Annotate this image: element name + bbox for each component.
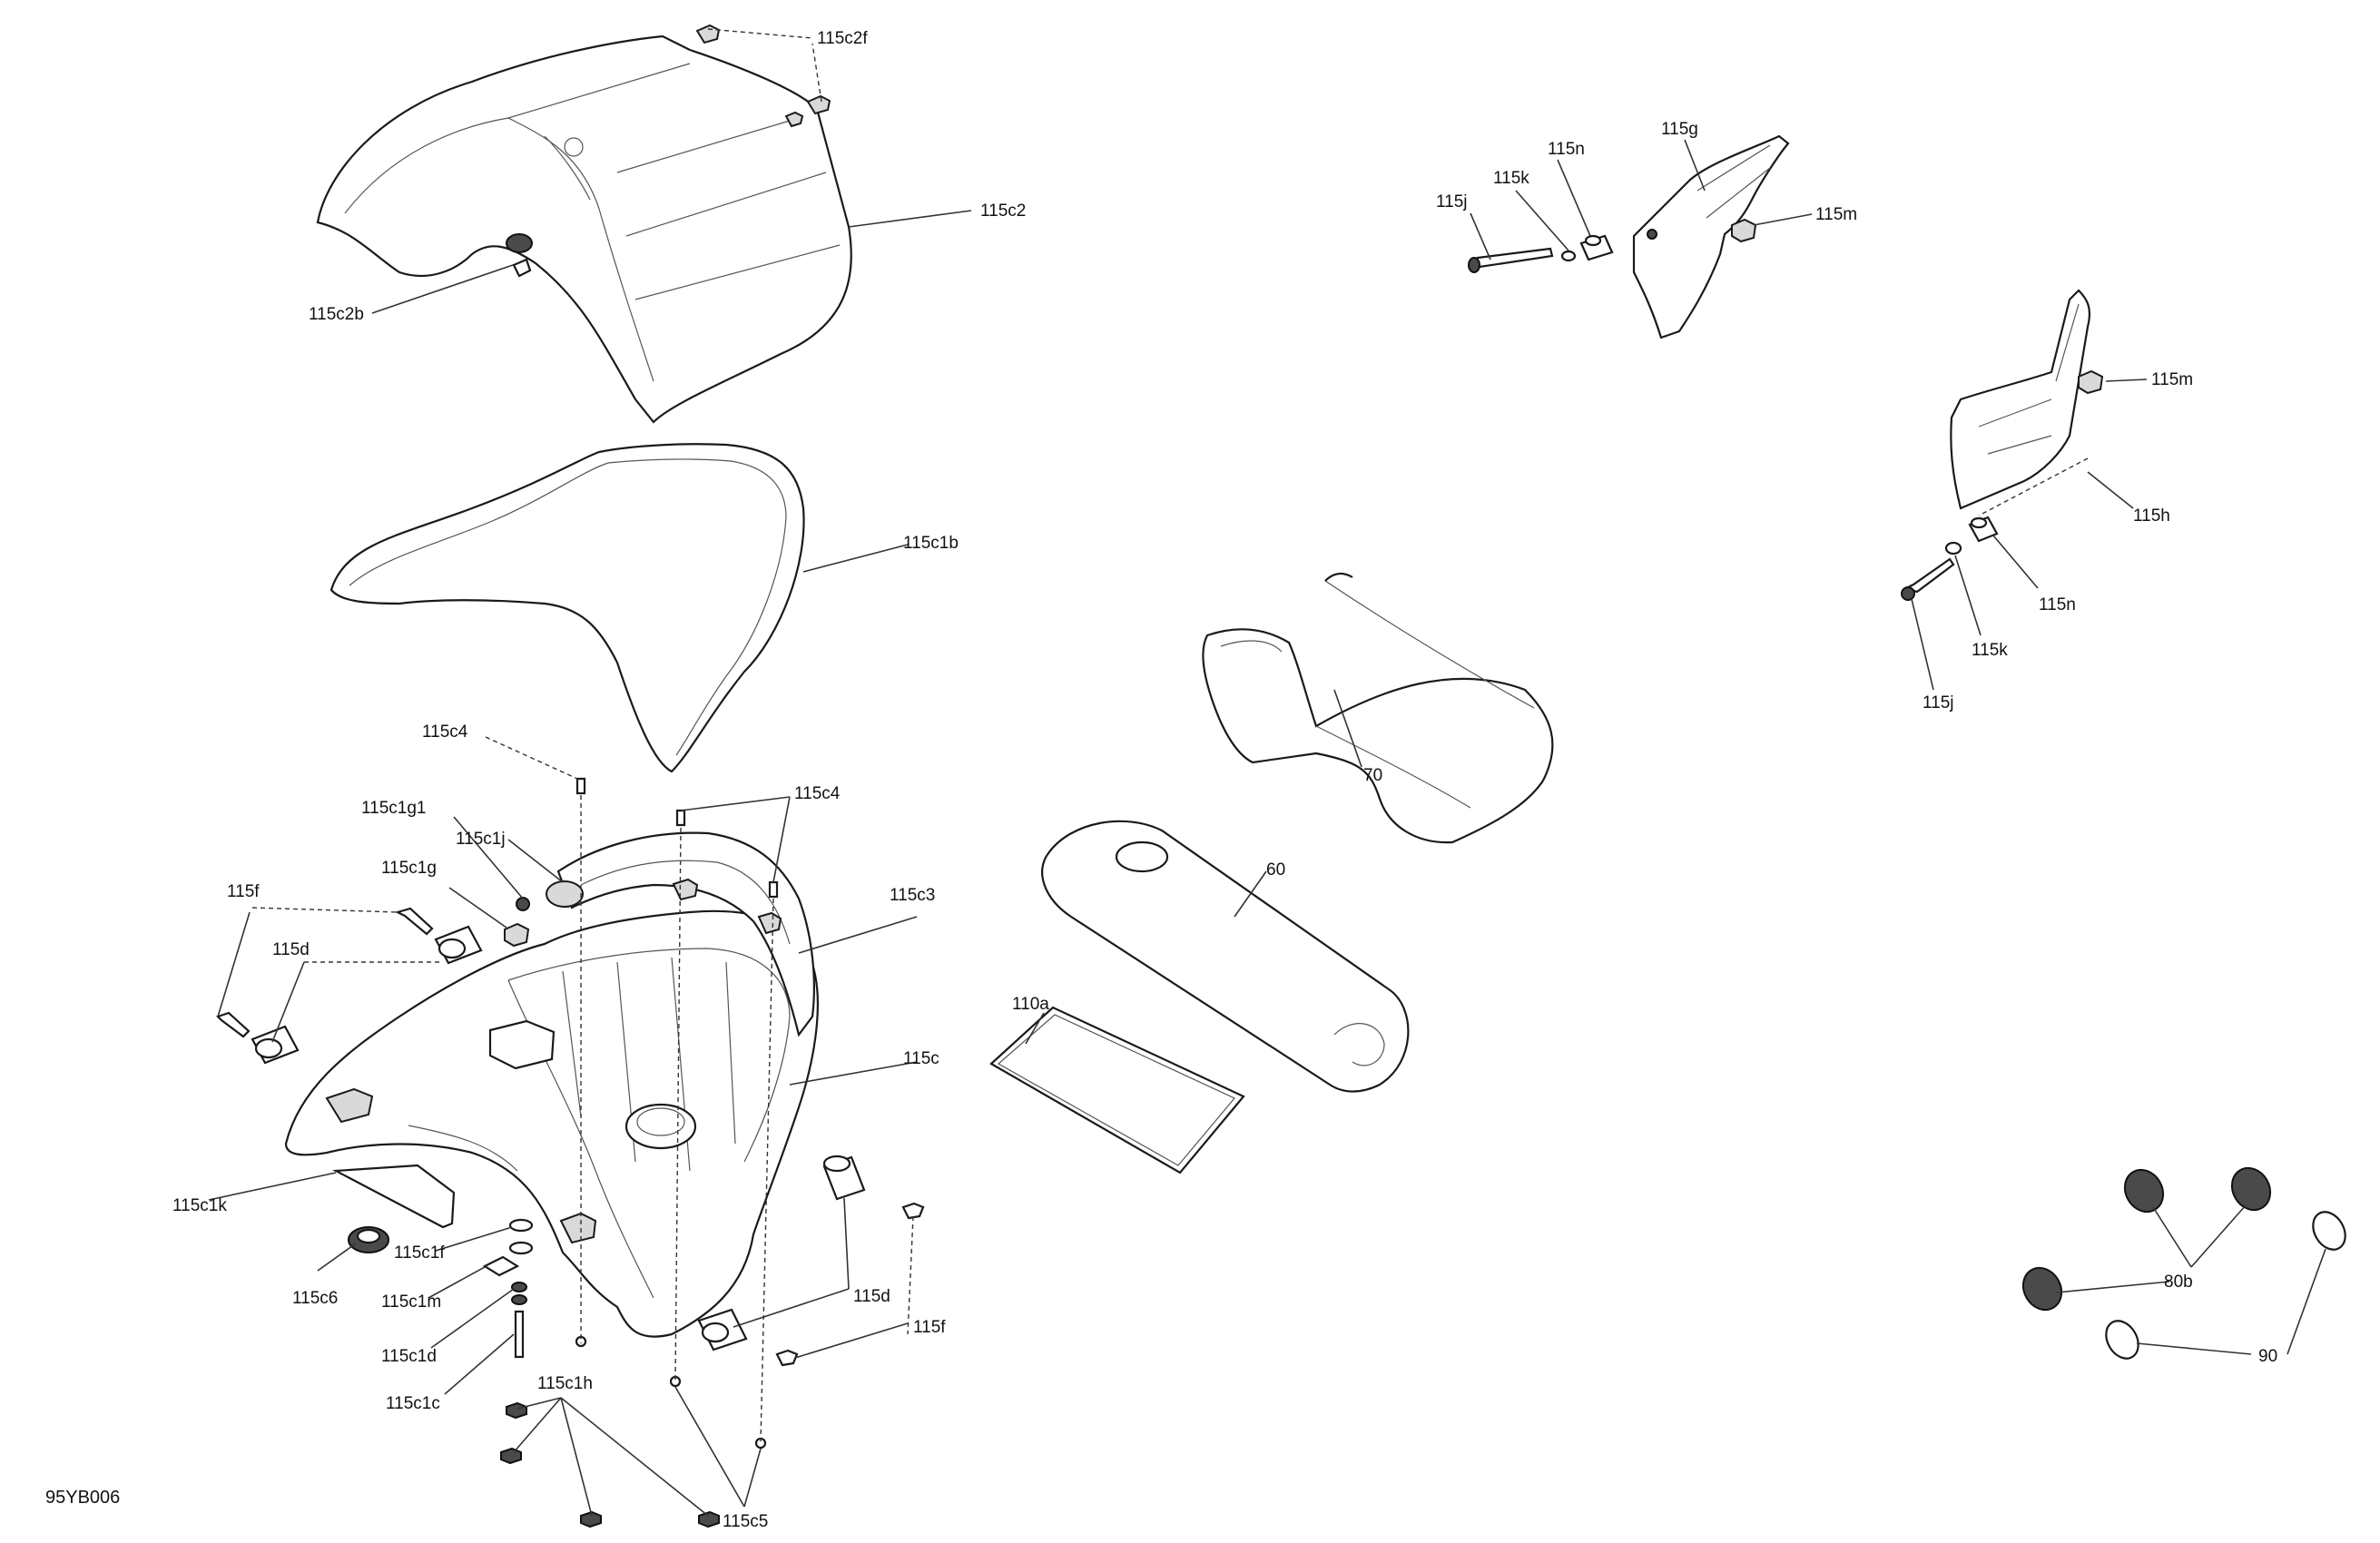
callout-115m-top: 115m (1815, 205, 1857, 224)
part-115c-body (284, 909, 819, 1338)
callout-115c5: 115c5 (723, 1512, 768, 1531)
callout-115g: 115g (1661, 120, 1698, 139)
callout-115c1d: 115c1d (381, 1347, 437, 1366)
callout-115c2b: 115c2b (309, 305, 364, 324)
callout-115c1h: 115c1h (537, 1374, 593, 1393)
callout-80b: 80b (2164, 1273, 2193, 1292)
callout-115c2f: 115c2f (817, 29, 868, 48)
callout-labels: 115c2f 115c2 115c2b 115c1b 115c4 115c4 1… (45, 29, 2277, 1531)
callout-115h: 115h (2133, 506, 2170, 526)
callout-115c1j: 115c1j (456, 830, 506, 849)
part-115h-bracket (1901, 289, 2104, 601)
part-60-roll (1041, 820, 1410, 1093)
callout-115m-right: 115m (2151, 370, 2193, 389)
callout-115n-right: 115n (2039, 595, 2076, 614)
callout-115f-right: 115f (913, 1318, 946, 1337)
diagram-ref-number: 95YB006 (45, 1488, 120, 1508)
part-115g-bracket (1468, 134, 1790, 339)
callout-115n-top: 115n (1548, 140, 1585, 159)
callout-115f-left: 115f (227, 882, 260, 901)
callout-115c2: 115c2 (980, 201, 1026, 221)
callout-115k-right: 115k (1972, 641, 2008, 660)
callout-115c3: 115c3 (890, 886, 935, 905)
part-110a-pad (989, 1006, 1245, 1174)
callout-115c1k: 115c1k (172, 1196, 227, 1215)
callout-60: 60 (1266, 860, 1285, 880)
callout-115c1c: 115c1c (386, 1394, 440, 1413)
callout-115k-top: 115k (1493, 169, 1529, 188)
callout-115j-right: 115j (1923, 693, 1954, 713)
callout-115c1m: 115c1m (381, 1292, 441, 1312)
callout-115c: 115c (903, 1049, 939, 1068)
callout-115c4-right: 115c4 (794, 784, 841, 803)
callout-70: 70 (1363, 766, 1382, 785)
callout-115c1b: 115c1b (903, 534, 959, 553)
callout-115d-right: 115d (853, 1287, 890, 1306)
part-115c2-lid (316, 24, 852, 424)
leader-lines (208, 28, 2326, 1517)
callout-115j-top: 115j (1436, 192, 1468, 211)
part-70-frame (1202, 572, 1554, 844)
callout-110a: 110a (1012, 995, 1049, 1014)
callout-115d-left: 115d (272, 940, 310, 959)
callout-115c1f: 115c1f (394, 1243, 445, 1263)
small-parts-body (215, 777, 925, 1528)
callout-115c1g1: 115c1g1 (361, 799, 427, 818)
callout-90: 90 (2258, 1347, 2277, 1366)
callout-115c6: 115c6 (292, 1289, 338, 1308)
callout-115c4-left: 115c4 (422, 722, 468, 742)
part-115c3-trim (556, 831, 815, 1037)
callout-115c1g: 115c1g (381, 859, 437, 878)
part-115c1b-seal (329, 443, 805, 773)
parts-80b-90-pads (2021, 1166, 2346, 1360)
